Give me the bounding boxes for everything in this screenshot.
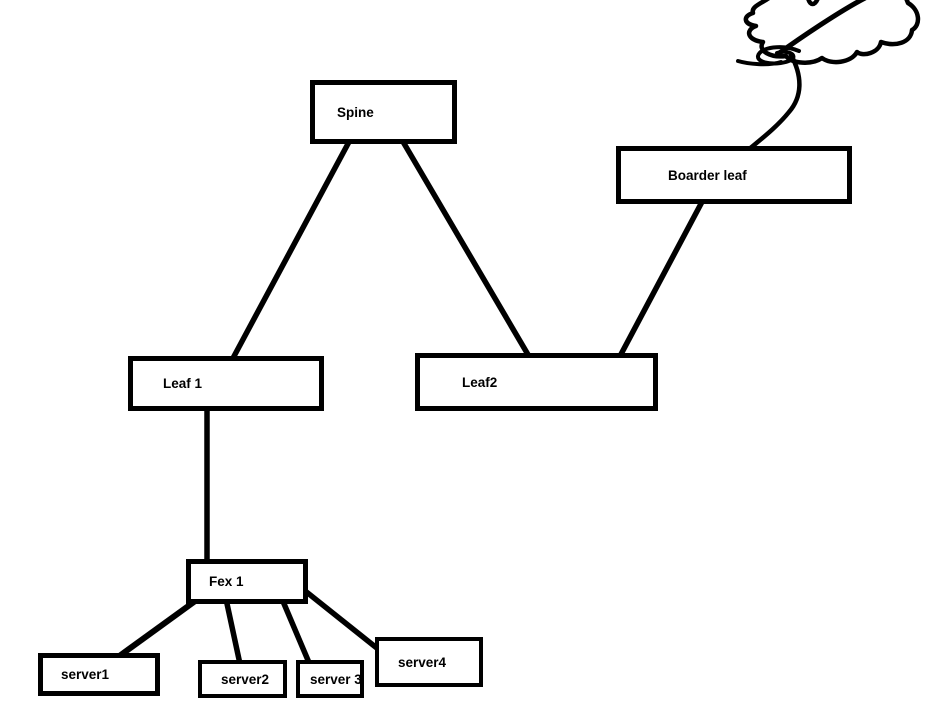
edge-fex1-server4 [302, 587, 380, 652]
node-spine: Spine [310, 80, 457, 144]
edge-fex1-server3 [279, 597, 313, 667]
edge-spine-leaf2 [399, 138, 533, 360]
node-spine-label: Spine [337, 104, 374, 120]
edge-boarderleaf-leaf2 [616, 198, 706, 360]
node-fex1: Fex 1 [186, 559, 308, 604]
node-server4: server4 [375, 637, 483, 687]
cloud-icon [743, 0, 921, 65]
node-fex1-label: Fex 1 [209, 574, 244, 589]
node-boarder-leaf-label: Boarder leaf [668, 167, 747, 183]
node-leaf2-label: Leaf2 [462, 374, 498, 390]
node-leaf1-label: Leaf 1 [163, 376, 203, 391]
edge-spine-leaf1 [229, 138, 353, 362]
node-boarder-leaf: Boarder leaf [616, 146, 852, 204]
node-server1-label: server1 [61, 667, 110, 682]
edge-fex1-server2 [223, 598, 243, 665]
node-server2-label: server2 [221, 671, 270, 687]
node-leaf2: Leaf2 [415, 353, 658, 411]
node-leaf1: Leaf 1 [128, 356, 324, 411]
node-server3: server 3 [296, 660, 364, 698]
edge-fex1-server1 [116, 596, 200, 660]
node-server4-label: server4 [398, 654, 447, 670]
edge-boarderleaf-cloud [736, 0, 867, 153]
node-server1: server1 [38, 653, 160, 696]
node-server3-label: server 3 [310, 671, 362, 687]
node-server2: server2 [198, 660, 287, 698]
